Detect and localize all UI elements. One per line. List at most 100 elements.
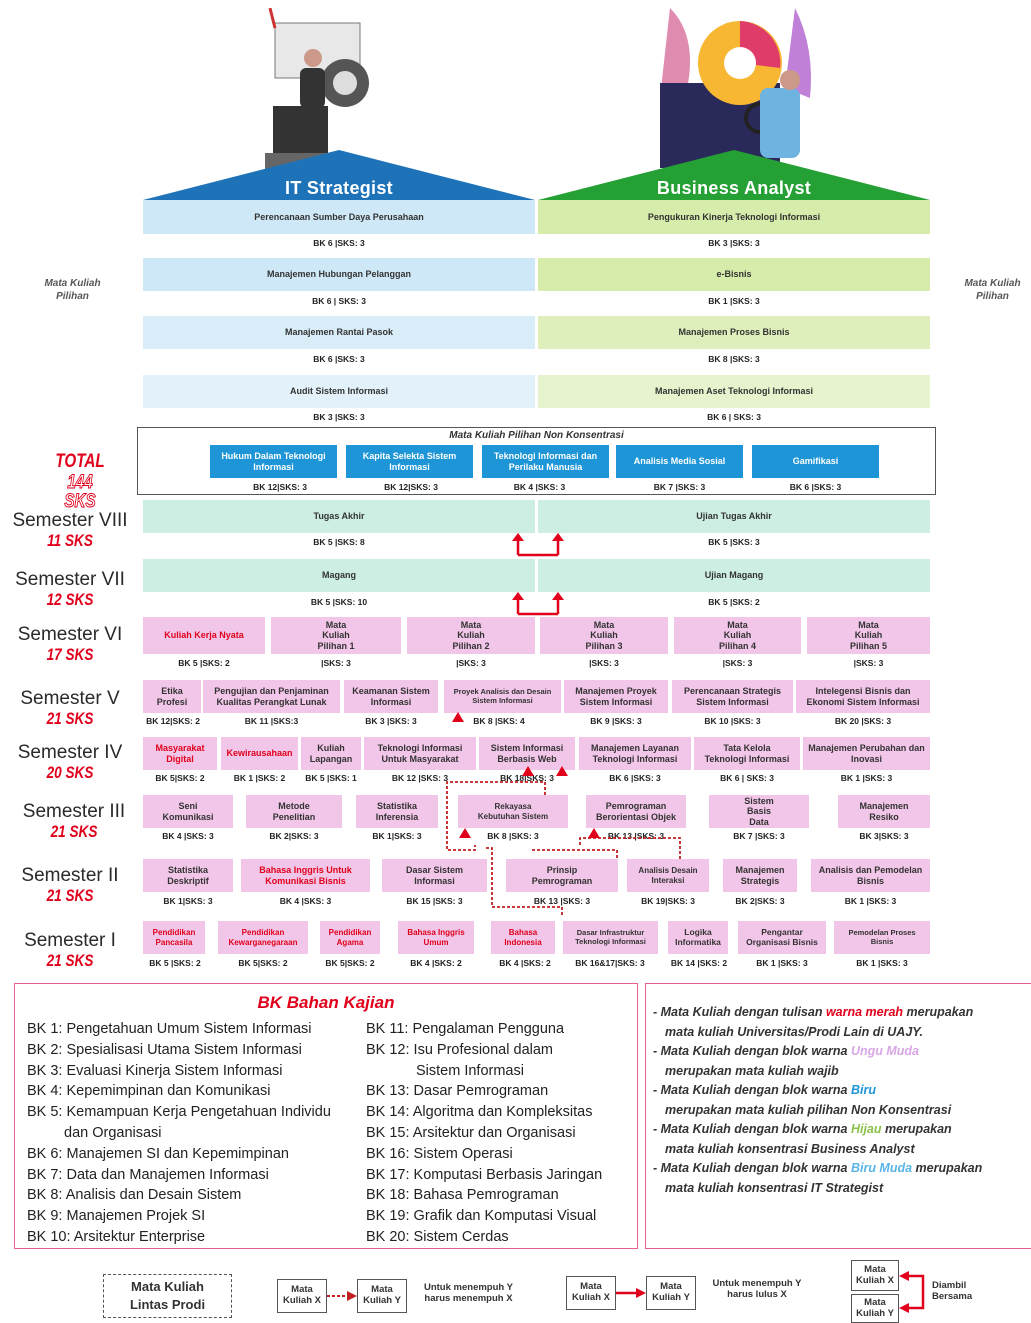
sem1-course-8-sks: BK 1 |SKS: 3 bbox=[756, 958, 808, 968]
sem5-course-2: Pengujian dan Penjaminan Kualitas Perang… bbox=[203, 680, 340, 713]
bk-item: BK 7: Data dan Manajemen Informasi bbox=[27, 1166, 269, 1183]
prerequisite-paths bbox=[446, 712, 681, 915]
bk-item: BK 20: Sistem Cerdas bbox=[366, 1228, 509, 1245]
sem1-course-4: Bahasa Inggris Umum bbox=[398, 921, 474, 954]
sem1-course-4-sks: BK 4 |SKS: 2 bbox=[410, 958, 462, 968]
sem4-course-5: Sistem Informasi Berbasis Web bbox=[479, 737, 575, 770]
sem1-course-2: Pendidikan Kewarganegaraan bbox=[218, 921, 308, 954]
bk-item: BK 8: Analisis dan Desain Sistem bbox=[27, 1187, 242, 1204]
sem3-course-2: Metode Penelitian bbox=[246, 795, 342, 828]
sem1-course-7-sks: BK 14 |SKS: 2 bbox=[670, 958, 728, 968]
sem5-course-1-sks: BK 12|SKS: 2 bbox=[146, 716, 200, 726]
sem6-course-1: Kuliah Kerja Nyata bbox=[143, 617, 265, 654]
bk-item: BK 17: Komputasi Berbasis Jaringan bbox=[366, 1166, 603, 1183]
sem8-ujian-tugas-akhir-sks: BK 5 |SKS: 3 bbox=[708, 537, 760, 547]
key3-note: Diambil Bersama bbox=[932, 1280, 973, 1303]
sem1-course-3: Pendidikan Agama bbox=[320, 921, 380, 954]
sem5-course-4: Proyek Analisis dan Desain Sistem Inform… bbox=[444, 680, 561, 713]
sem5-course-5: Manajemen Proyek Sistem Informasi bbox=[564, 680, 668, 713]
sem6-course-5-sks: |SKS: 3 bbox=[722, 658, 753, 668]
sem5-course-1: Etika Profesi bbox=[143, 680, 201, 713]
sem1-course-1: Pendidikan Pancasila bbox=[143, 921, 205, 954]
bk-item: BK 15: Arsitektur dan Organisasi bbox=[366, 1124, 576, 1141]
sem6-course-3: Mata Kuliah Pilihan 2 bbox=[407, 617, 535, 654]
non-konsentrasi-title: Mata Kuliah Pilihan Non Konsentrasi bbox=[449, 430, 624, 441]
sem2-course-2: Bahasa Inggris Untuk Komunikasi Bisnis bbox=[241, 859, 370, 892]
sem2-course-5: Analisis Desain Interaksi bbox=[627, 859, 709, 892]
bk-item: BK 3: Evaluasi Kinerja Sistem Informasi bbox=[27, 1062, 283, 1079]
ba-course-3-sks: BK 8 |SKS: 3 bbox=[708, 354, 760, 364]
bk-item: BK 19: Grafik dan Komputasi Visual bbox=[366, 1208, 597, 1225]
sem2-course-7-sks: BK 1 |SKS: 3 bbox=[844, 896, 897, 906]
sem4-course-3: Kuliah Lapangan bbox=[301, 737, 361, 770]
right-pilihan-label: Mata Kuliah Pilihan bbox=[964, 278, 1021, 302]
sem2-course-4-sks: BK 13 |SKS: 3 bbox=[533, 896, 591, 906]
sem6-course-5: Mata Kuliah Pilihan 4 bbox=[674, 617, 801, 654]
key3-mk-y: Mata Kuliah Y bbox=[851, 1294, 899, 1323]
sem2-course-4: Prinsip Pemrograman bbox=[506, 859, 618, 892]
sem6-course-4-sks: |SKS: 3 bbox=[589, 658, 619, 668]
key3-mk-x: Mata Kuliah X bbox=[851, 1260, 899, 1291]
sem1-course-6: Dasar Infrastruktur Teknologi Informasi bbox=[563, 921, 658, 954]
ba-course-4-sks: BK 6 | SKS: 3 bbox=[707, 412, 761, 422]
sem6-course-6-sks: |SKS: 3 bbox=[853, 658, 884, 668]
sem4-course-6-sks: BK 6 |SKS: 3 bbox=[609, 773, 661, 783]
sem4-course-1: Masyarakat Digital bbox=[143, 737, 217, 770]
sem6-course-4: Mata Kuliah Pilihan 3 bbox=[540, 617, 668, 654]
it-course-3-sks: BK 6 |SKS: 3 bbox=[313, 354, 365, 364]
sem6-course-3-sks: |SKS: 3 bbox=[456, 658, 486, 668]
it-course-2: Manajemen Hubungan Pelanggan bbox=[143, 258, 535, 291]
bk-item: BK 18: Bahasa Pemrograman bbox=[366, 1187, 559, 1204]
sem5-course-4-sks: BK 8 |SKS: 4 bbox=[473, 716, 525, 726]
sem5-course-6: Perencanaan Strategis Sistem Informasi bbox=[672, 680, 793, 713]
sem4-course-4: Teknologi Informasi Untuk Masyarakat bbox=[364, 737, 476, 770]
bk-item: BK 13: Dasar Pemrograman bbox=[366, 1083, 549, 1100]
total-label: TOTAL bbox=[55, 451, 105, 472]
sem1-course-1-sks: BK 5 |SKS: 2 bbox=[149, 958, 201, 968]
sem4-course-6: Manajemen Layanan Teknologi Informasi bbox=[579, 737, 691, 770]
nk-course-4: Analisis Media Sosial bbox=[616, 445, 743, 478]
key1-mk-x: Mata Kuliah X bbox=[277, 1279, 327, 1313]
business-analyst-illustration bbox=[660, 8, 811, 168]
sem5-course-7: Intelegensi Bisnis dan Ekonomi Sistem In… bbox=[796, 680, 930, 713]
nk-course-2: Kapita Selekta Sistem Informasi bbox=[346, 445, 473, 478]
sem1-course-2-sks: BK 5|SKS: 2 bbox=[238, 958, 288, 968]
sem1-course-9-sks: BK 1 |SKS: 3 bbox=[856, 958, 908, 968]
sem8-ujian-tugas-akhir: Ujian Tugas Akhir bbox=[538, 500, 930, 533]
sem4-course-8: Manajemen Perubahan dan Inovasi bbox=[803, 737, 930, 770]
key1-note: Untuk menempuh Y harus menempuh X bbox=[423, 1282, 514, 1305]
sem5-course-3-sks: BK 3 |SKS: 3 bbox=[365, 716, 417, 726]
sem2-course-1: Statistika Deskriptif bbox=[143, 859, 233, 892]
sem1-course-9: Pemodelan Proses Bisnis bbox=[834, 921, 930, 954]
ba-course-4: Manajemen Aset Teknologi Informasi bbox=[538, 375, 930, 408]
sem1-course-7: Logika Informatika bbox=[668, 921, 728, 954]
nk-course-2-sks: BK 12|SKS: 3 bbox=[384, 482, 438, 492]
key1-mk-y: Mata Kuliah Y bbox=[357, 1279, 407, 1313]
sem1-course-5: Bahasa Indonesia bbox=[491, 921, 555, 954]
sem4-course-1-sks: BK 5|SKS: 2 bbox=[155, 773, 205, 783]
bk-item: dan Organisasi bbox=[64, 1124, 162, 1141]
sem1-course-8: Pengantar Organisasi Bisnis bbox=[738, 921, 826, 954]
sem2-course-3: Dasar Sistem Informasi bbox=[382, 859, 487, 892]
bk-item: BK 12: Isu Profesional dalam bbox=[366, 1041, 553, 1058]
it-strategist-header bbox=[143, 150, 535, 200]
nk-course-1: Hukum Dalam Teknologi Informasi bbox=[210, 445, 337, 478]
ba-course-3: Manajemen Proses Bisnis bbox=[538, 316, 930, 349]
sem7-ujian-magang: Ujian Magang bbox=[538, 559, 930, 592]
bk-panel bbox=[14, 983, 638, 1249]
nk-course-3: Teknologi Informasi dan Perilaku Manusia bbox=[482, 445, 609, 478]
lintas-prodi-key: Mata Kuliah Lintas Prodi bbox=[103, 1274, 232, 1318]
sem4-course-2: Kewirausahaan bbox=[221, 737, 298, 770]
sem3-course-4-sks: BK 8 |SKS: 3 bbox=[487, 831, 539, 841]
sem3-course-7: Manajemen Resiko bbox=[838, 795, 930, 828]
it-strategist-title: IT Strategist bbox=[285, 177, 393, 198]
sem7-ujian-magang-sks: BK 5 |SKS: 2 bbox=[708, 597, 760, 607]
business-analyst-header bbox=[538, 150, 930, 200]
it-course-1-sks: BK 6 |SKS: 3 bbox=[313, 238, 365, 248]
sem3-course-7-sks: BK 3|SKS: 3 bbox=[859, 831, 909, 841]
sem3-course-3: Statistika Inferensia bbox=[356, 795, 438, 828]
